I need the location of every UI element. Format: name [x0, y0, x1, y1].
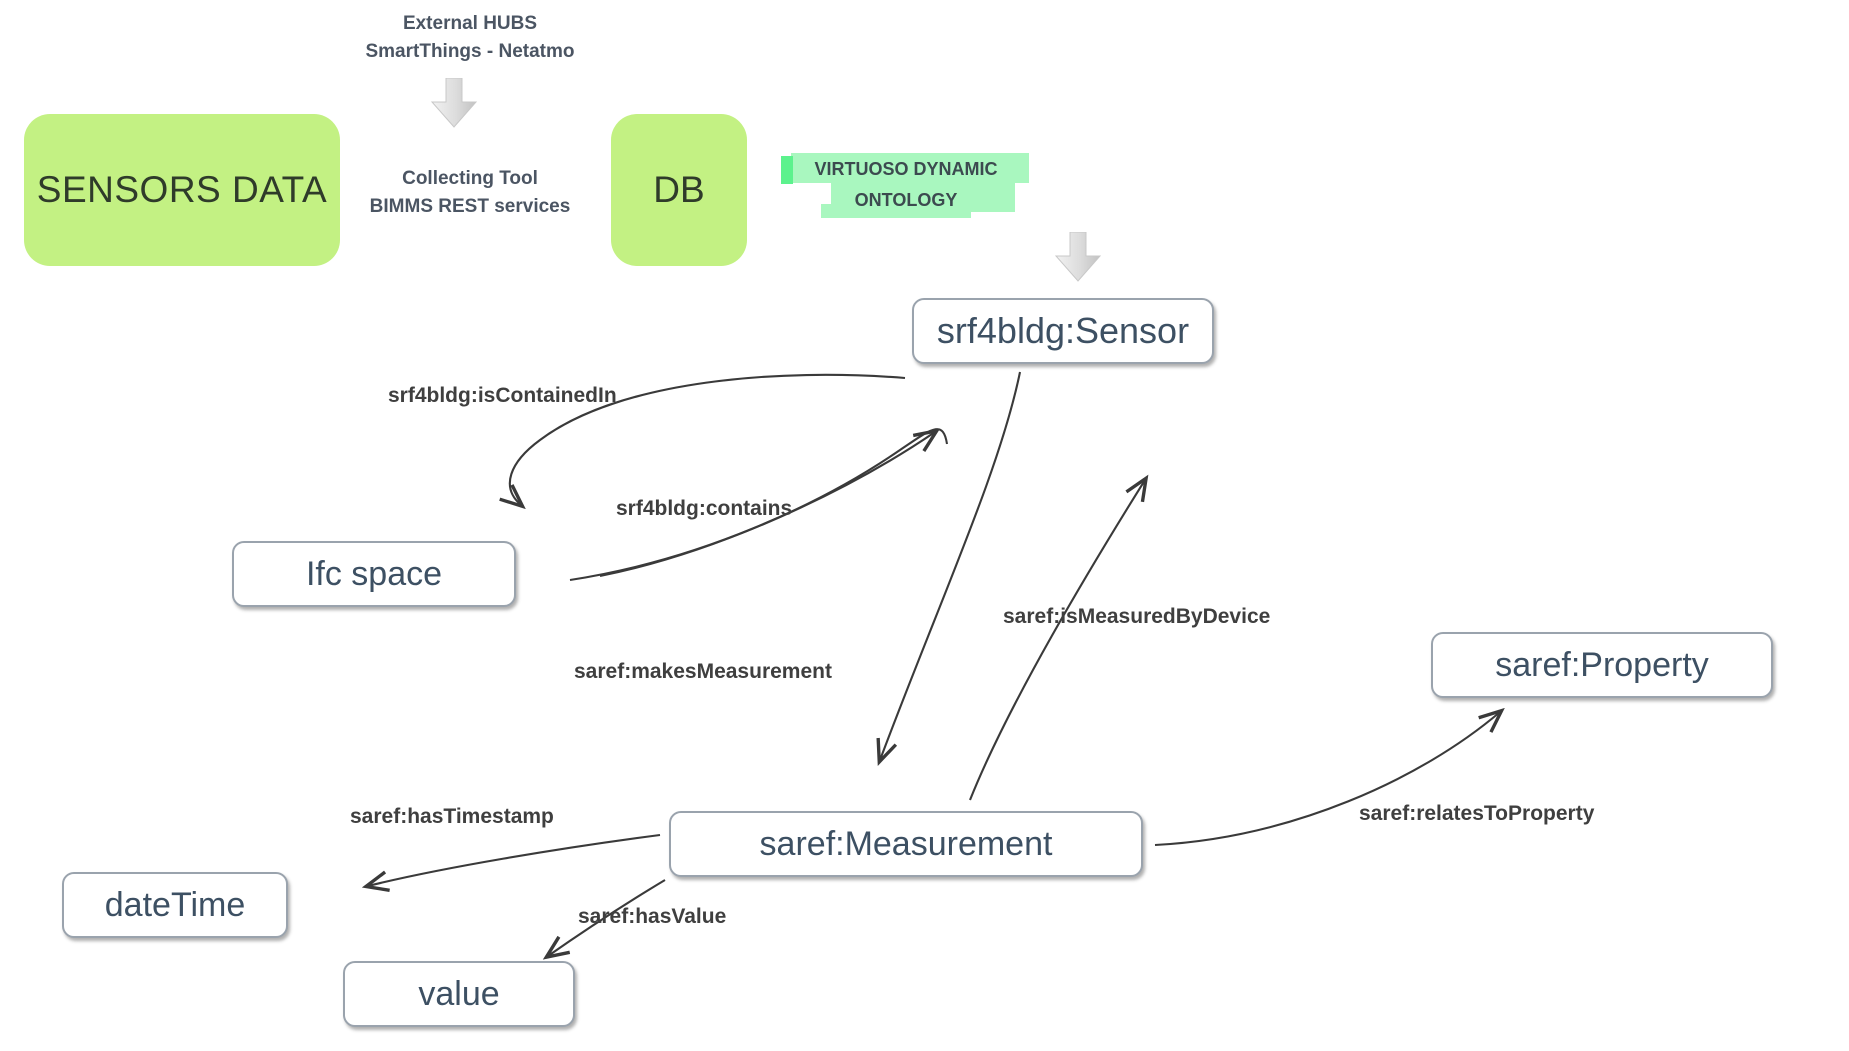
external-hubs-caption: External HUBS SmartThings - Netatmo [365, 13, 575, 62]
node-saref-measurement[interactable]: saref:Measurement [669, 811, 1143, 877]
db-label: DB [653, 169, 705, 210]
highlight-marker-edge [781, 156, 793, 184]
down-block-arrow-icon [430, 77, 478, 128]
node-label: value [418, 974, 500, 1013]
node-datetime[interactable]: dateTime [62, 872, 288, 938]
node-label: saref:Property [1495, 645, 1709, 684]
edge-makes-measurement [880, 371, 1022, 760]
highlight-marker-stroke [821, 204, 971, 218]
node-value[interactable]: value [343, 961, 575, 1027]
node-label: saref:Measurement [759, 824, 1053, 863]
sensors-data-label: SENSORS DATA [36, 169, 328, 210]
edge-label-is-contained-in: srf4bldg:isContainedIn [388, 384, 617, 407]
edge-is-measured-by-device [969, 480, 1145, 801]
node-label: Ifc space [305, 554, 443, 593]
highlight-marker-stroke [791, 153, 1029, 183]
edge-label-has-timestamp: saref:hasTimestamp [350, 805, 554, 828]
node-ifc-space[interactable]: Ifc space [232, 541, 516, 607]
node-label: dateTime [104, 885, 246, 924]
edge-has-timestamp [368, 833, 661, 886]
virtuoso-line-1: VIRTUOSO DYNAMIC [814, 159, 998, 179]
sensors-data-block: SENSORS DATA [24, 114, 340, 266]
node-saref-property[interactable]: saref:Property [1431, 632, 1773, 698]
node-label: srf4bldg:Sensor [936, 310, 1190, 351]
db-block: DB [611, 114, 747, 266]
edge-label-has-value: saref:hasValue [578, 905, 727, 928]
edge-label-makes-measurement: saref:makesMeasurement [574, 660, 832, 683]
edge-label-relates-to-property: saref:relatesToProperty [1359, 802, 1595, 825]
edge-label-contains: srf4bldg:contains [616, 497, 793, 520]
virtuoso-line-2: ONTOLOGY [854, 190, 958, 210]
down-block-arrow-icon [1054, 231, 1102, 282]
collecting-tool-caption: Collecting Tool BIMMS REST services [369, 168, 571, 217]
node-srf4bldg-sensor[interactable]: srf4bldg:Sensor [912, 298, 1214, 364]
edge-label-is-measured-by-device: saref:isMeasuredByDevice [1003, 605, 1271, 628]
virtuoso-dynamic-ontology-label: VIRTUOSO DYNAMIC ONTOLOGY [781, 152, 1031, 220]
